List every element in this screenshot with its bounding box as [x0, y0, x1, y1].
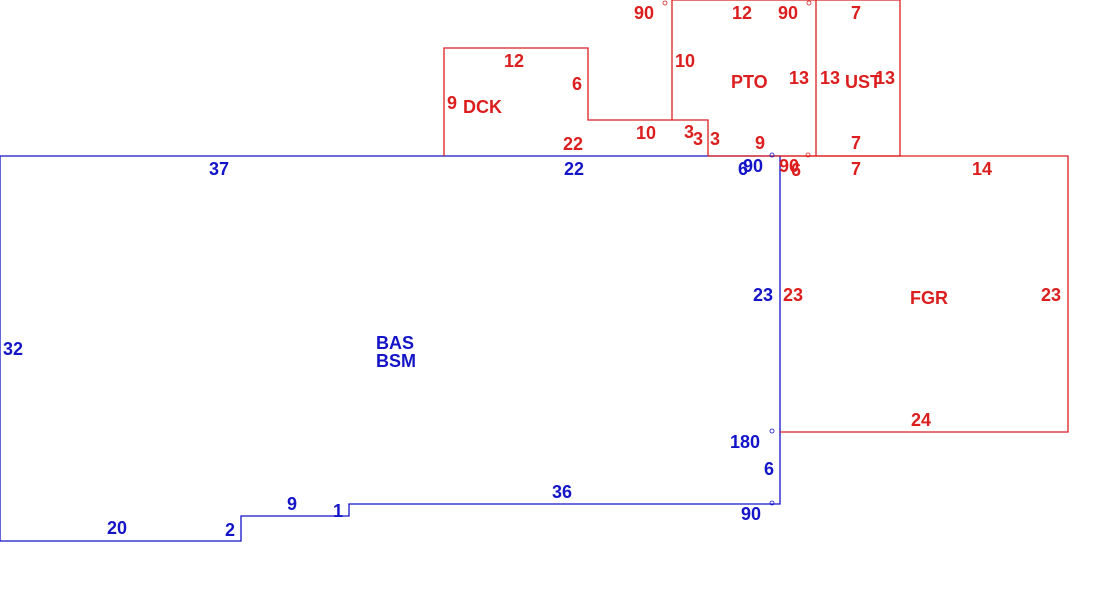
angle-label: 180 — [730, 432, 760, 452]
dimension-label: 23 — [753, 285, 773, 305]
dimension-label: 12 — [732, 3, 752, 23]
area-label-bas: BAS — [376, 333, 414, 353]
dimension-label: 12 — [504, 51, 524, 71]
dimension-label: 9 — [755, 133, 765, 153]
dimension-label: 13 — [820, 68, 840, 88]
dimension-label: 6 — [572, 74, 582, 94]
angle-marker — [769, 500, 775, 506]
angle-marker — [769, 152, 775, 158]
dimension-label: 32 — [3, 339, 23, 359]
dimension-label: 13 — [789, 68, 809, 88]
dimension-label: 13 — [875, 68, 895, 88]
angle-label: 90 — [634, 3, 654, 23]
area-label-dck: DCK — [463, 97, 502, 117]
dimension-label: 7 — [851, 159, 861, 179]
dimension-label: 36 — [552, 482, 572, 502]
area-label-fgr: FGR — [910, 288, 948, 308]
angle-label: 90 — [743, 156, 763, 176]
angle-marker — [662, 0, 668, 6]
angle-label: 90 — [779, 156, 799, 176]
dimension-label: 3 — [693, 129, 703, 149]
dimension-label: 9 — [447, 93, 457, 113]
dimension-label: 6 — [764, 459, 774, 479]
angle-marker — [769, 428, 775, 434]
dimension-label: 22 — [564, 159, 584, 179]
dimension-label: 22 — [563, 134, 583, 154]
dimension-label: 10 — [675, 51, 695, 71]
dimension-label: 37 — [209, 159, 229, 179]
dimension-label: 10 — [636, 123, 656, 143]
dimension-label: 2 — [225, 520, 235, 540]
dimension-label: 6 — [791, 160, 801, 180]
dimension-label: 24 — [911, 410, 931, 430]
dimension-label: 23 — [1041, 285, 1061, 305]
dimension-label: 7 — [851, 3, 861, 23]
dimension-label: 1 — [333, 501, 343, 521]
dimension-label: 9 — [287, 494, 297, 514]
dimension-label: 20 — [107, 518, 127, 538]
dimension-label: 7 — [851, 133, 861, 153]
dimension-label: 6 — [738, 159, 748, 179]
area-label-ust: UST — [845, 72, 881, 92]
area-label-pto: PTO — [731, 72, 768, 92]
dimension-label: 3 — [710, 129, 720, 149]
fgr-outline — [780, 155, 1069, 433]
angle-label: 90 — [778, 3, 798, 23]
area-label-bsm: BSM — [376, 351, 416, 371]
angle-marker — [806, 0, 812, 6]
angle-label: 90 — [741, 504, 761, 524]
angle-marker — [805, 152, 811, 158]
dimension-label: 14 — [972, 159, 992, 179]
bas-outline — [0, 155, 781, 542]
dimension-label: 3 — [684, 122, 694, 142]
dimension-label: 23 — [783, 285, 803, 305]
dck-outline — [443, 47, 709, 156]
